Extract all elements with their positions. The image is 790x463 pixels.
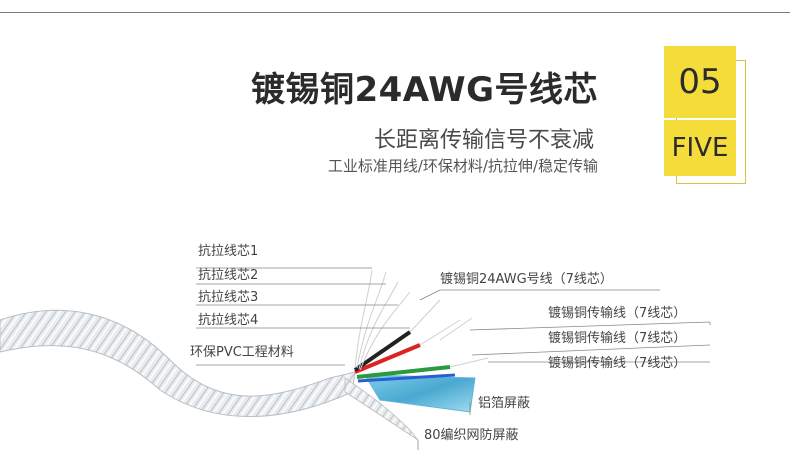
callout-24awg-conductor: 镀锡铜24AWG号线（7线芯）	[440, 272, 613, 287]
page-subtitle: 长距离传输信号不衰减	[373, 128, 594, 153]
badge-word: FIVE	[664, 120, 736, 176]
callout-tensile-core-2: 抗拉线芯2	[198, 268, 259, 283]
callout-foil-shield: 铝箔屏蔽	[478, 396, 531, 411]
callout-tensile-core-3: 抗拉线芯3	[198, 290, 259, 305]
features-line: 工业标准用线/环保材料/抗拉伸/稳定传输	[327, 157, 598, 175]
strands	[354, 269, 489, 371]
green-conductor	[356, 365, 451, 379]
cable-jacket	[0, 309, 356, 418]
page-title: 镀锡铜24AWG号线芯	[250, 70, 598, 110]
callout-tensile-core-4: 抗拉线芯4	[198, 313, 259, 328]
blue-conductor	[357, 373, 456, 383]
callout-pvc-material: 环保PVC工程材料	[190, 345, 294, 360]
callout-transmission-line-2: 镀锡铜传输线（7线芯）	[548, 331, 687, 346]
black-conductor	[353, 330, 412, 372]
red-conductor	[354, 343, 421, 374]
callout-transmission-line-3: 镀锡铜传输线（7线芯）	[548, 356, 687, 371]
top-divider-line	[0, 12, 790, 13]
callout-transmission-line-1: 镀锡铜传输线（7线芯）	[548, 306, 687, 321]
callout-tensile-core-1: 抗拉线芯1	[198, 244, 259, 259]
badge-number: 05	[664, 46, 736, 118]
callout-braid-shield: 80编织网防屏蔽	[424, 428, 519, 443]
